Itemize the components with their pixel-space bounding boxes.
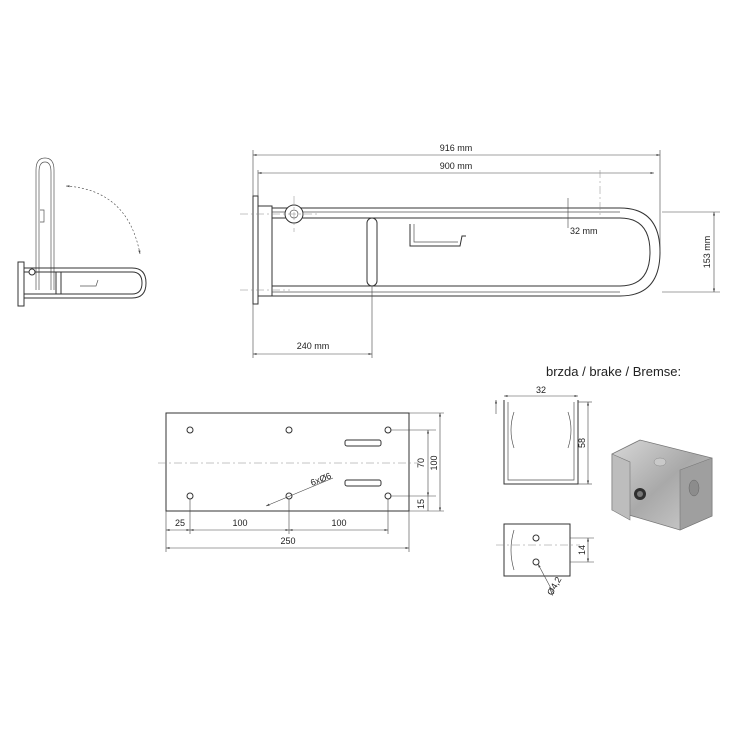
dim-pitch-1: 100 — [232, 518, 247, 528]
side-wall-plate — [17, 261, 25, 307]
brake-title: brzda / brake / Bremse: — [546, 364, 681, 379]
wall-bracket-plate — [252, 195, 259, 305]
paper-holder-icon — [409, 224, 466, 247]
lowered-bar-inner — [24, 271, 143, 295]
lowered-grip — [55, 271, 62, 295]
plate-hole — [285, 492, 293, 500]
dim-overall-length: 916 mm — [440, 143, 473, 153]
raised-bar-outline — [35, 157, 55, 290]
mounting-plate-view: 6xØ6 25 100 100 250 70 100 15 — [158, 412, 444, 552]
bar-outer-edge — [272, 207, 661, 297]
paper-holder-inner — [413, 224, 458, 243]
hole-leader-line — [265, 477, 334, 507]
brake-curve-right — [567, 411, 572, 449]
brake-side-body — [503, 523, 571, 577]
brake-hole-top — [532, 534, 540, 542]
plate-hole — [186, 426, 194, 434]
lowered-holder — [80, 279, 99, 287]
front-view-bar: 916 mm 900 mm 32 mm 153 mm 240 mm — [240, 143, 720, 358]
dim-brake-height: 58 — [577, 438, 587, 448]
dim-total-height: 100 — [429, 455, 439, 470]
dim-tube-diameter: 32 mm — [570, 226, 598, 236]
dim-holder-offset: 240 mm — [297, 341, 330, 351]
plate-slot-top — [344, 439, 382, 447]
plate-hole — [186, 492, 194, 500]
dim-brake-slot: 14 — [577, 545, 587, 555]
dim-brake-hole: Ø4,2 — [545, 575, 563, 597]
brake-hole-leader — [537, 563, 555, 595]
bar-inner-edge — [272, 217, 651, 287]
dim-height: 153 mm — [702, 236, 712, 269]
brake-u-inner — [507, 402, 575, 481]
brake-section: brzda / brake / Bremse: 32 58 14 Ø4,2 — [494, 364, 713, 597]
dim-edge: 25 — [175, 518, 185, 528]
plate-hole — [285, 426, 293, 434]
brake-side-curve — [510, 529, 515, 571]
dim-total-width: 250 — [280, 536, 295, 546]
bar-grip — [366, 217, 378, 287]
pivot-icon — [28, 268, 36, 276]
dim-brake-width: 32 — [536, 385, 546, 395]
brake-hole-bottom — [532, 558, 540, 566]
rotation-arrow-icon — [65, 185, 141, 255]
side-view-folding — [17, 157, 147, 307]
dim-inner-height: 70 — [416, 458, 426, 468]
dim-pitch-2: 100 — [331, 518, 346, 528]
plate-slot-bottom — [344, 479, 382, 487]
dim-bar-length: 900 mm — [440, 161, 473, 171]
raised-holder — [40, 209, 45, 223]
brake-curve-left — [510, 411, 515, 449]
lowered-bar-outer — [24, 267, 147, 299]
brake-u-outer — [503, 400, 579, 485]
raised-bar-inner — [38, 161, 52, 290]
brake-3d-illustration — [611, 439, 713, 531]
wall-bracket-body — [257, 205, 273, 297]
dim-bottom: 15 — [416, 499, 426, 509]
